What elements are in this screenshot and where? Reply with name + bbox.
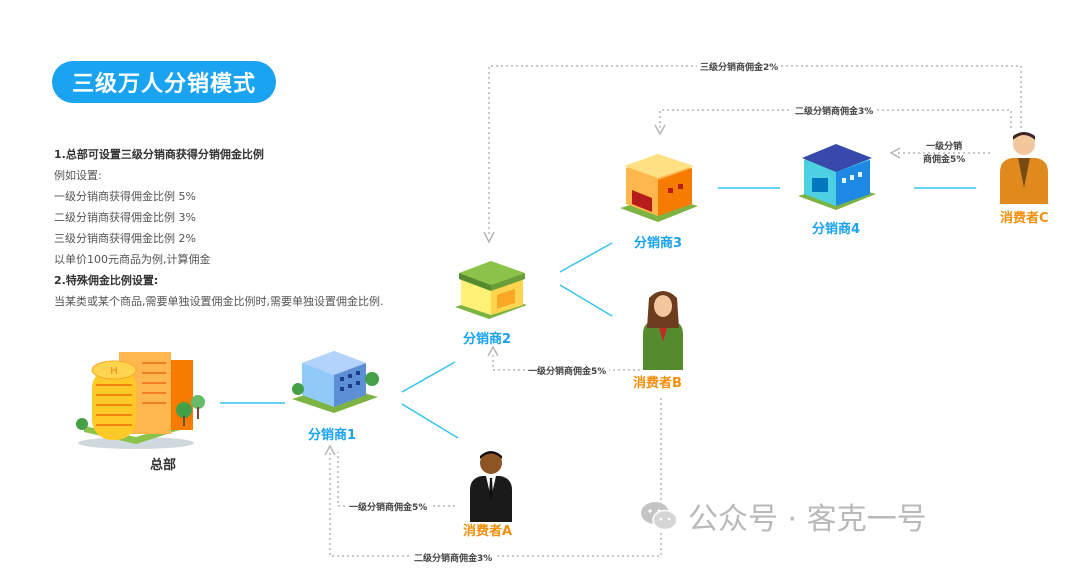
consumer-c-person-icon (1000, 132, 1048, 204)
watermark: 公众号 · 客克一号 (640, 494, 927, 538)
rule-line: 一级分销商获得佣金比例 5% (54, 190, 196, 203)
distributor-1-building-icon (292, 351, 379, 413)
arrow-top-2pct (483, 231, 495, 244)
commission-label-b-5pct: 一级分销商佣金5% (525, 364, 610, 377)
node-label-d4: 分销商4 (812, 222, 861, 237)
link-d1-d2 (401, 361, 456, 393)
commission-label-a-5pct: 一级分销商佣金5% (346, 500, 431, 513)
commission-label-line: 一级分销 (926, 142, 963, 152)
diagram-title: 三级万人分销模式 (52, 61, 276, 103)
rule-line: 二级分销商获得佣金比例 3% (54, 211, 196, 224)
path-a-5pct (337, 452, 455, 507)
arrow-b-5pct (487, 345, 499, 357)
link-d1-ca (401, 403, 459, 439)
arrow-c-5pct (889, 147, 901, 159)
node-label-hq: 总部 (150, 458, 177, 473)
consumer-a-person-icon (470, 451, 512, 522)
svg-text:H: H (110, 366, 118, 377)
node-label-cc: 消费者C (1000, 211, 1049, 226)
rule-line: 以单价100元商品为例,计算佣金 (54, 253, 211, 266)
node-label-d1: 分销商1 (308, 428, 357, 443)
rule-heading-1: 1.总部可设置三级分销商获得分销佣金比例 (54, 148, 264, 161)
path-b-5pct (492, 352, 640, 371)
path-top-2pct (488, 65, 1022, 236)
commission-label-line: 商佣金5% (923, 155, 966, 165)
commission-label-top: 三级分销商佣金2% (697, 60, 782, 73)
commission-label-bottom: 二级分销商佣金3% (411, 551, 496, 564)
arrow-c-3pct (654, 124, 666, 136)
commission-label-c-5pct: 一级分销 商佣金5% (920, 141, 968, 167)
commission-label-c-3pct: 二级分销商佣金3% (792, 104, 877, 117)
path-bottom-3pct (329, 398, 662, 557)
distributor-4-building-icon (798, 144, 876, 210)
rules-panel: 1.总部可设置三级分销商获得分销佣金比例 例如设置: 一级分销商获得佣金比例 5… (54, 144, 394, 312)
node-label-ca: 消费者A (463, 524, 513, 539)
rule-line: 例如设置: (54, 169, 102, 182)
arrow-d1-up (324, 444, 336, 456)
link-d2-cb (559, 284, 613, 317)
rule-note: 当某类或某个商品,需要单独设置佣金比例时,需要单独设置佣金比例. (54, 295, 384, 308)
node-label-d3: 分销商3 (634, 236, 683, 251)
link-d2-d3 (559, 242, 613, 273)
rule-line: 三级分销商获得佣金比例 2% (54, 232, 196, 245)
consumer-b-person-icon (643, 291, 683, 370)
wechat-icon (641, 502, 678, 531)
distributor-2-shop-icon (455, 261, 527, 319)
headquarters-building-icon: H (76, 352, 205, 449)
distributor-3-shop-icon (620, 154, 698, 222)
node-label-cb: 消费者B (633, 376, 682, 391)
rule-heading-2: 2.特殊佣金比例设置: (54, 274, 159, 287)
node-label-d2: 分销商2 (463, 332, 512, 347)
watermark-text: 公众号 · 客克一号 (688, 502, 927, 537)
